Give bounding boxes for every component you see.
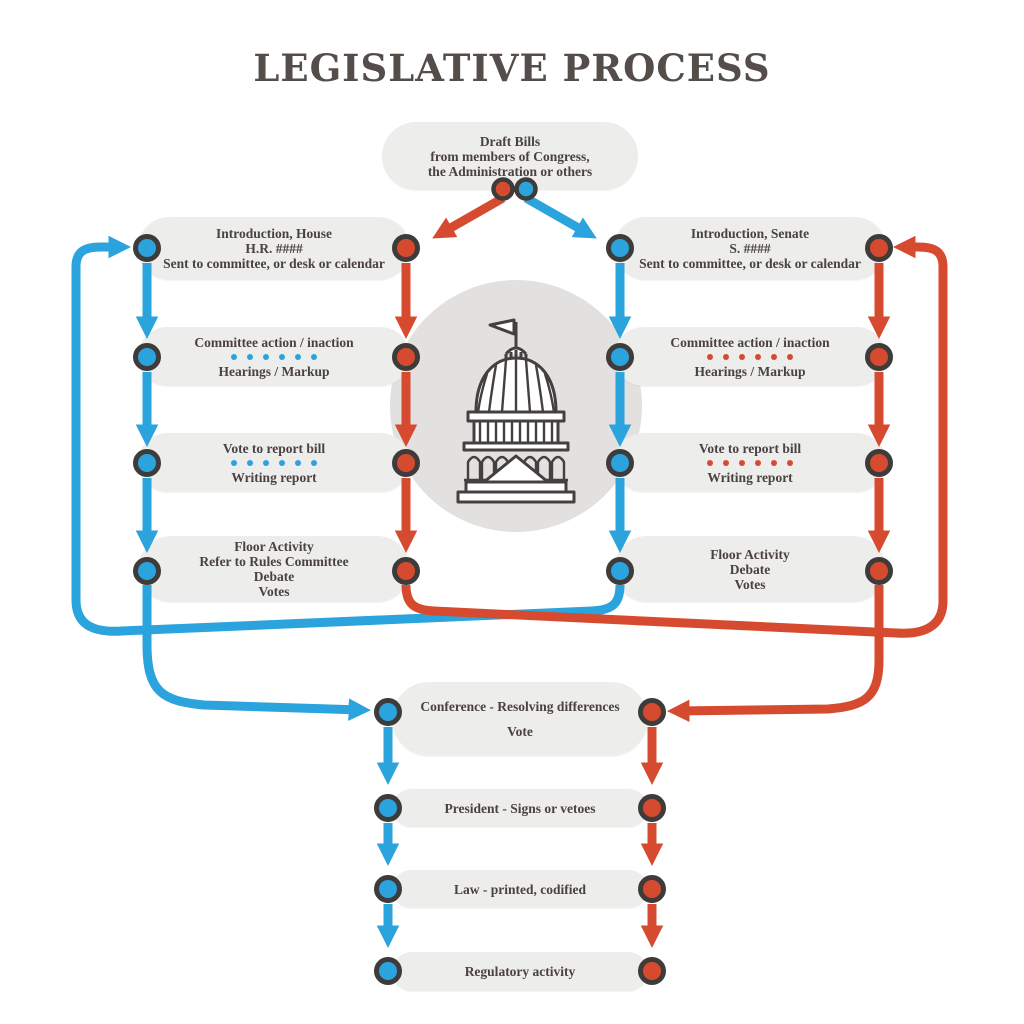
- base-step-2: [456, 490, 576, 504]
- house-floor-line: Floor Activity: [234, 539, 314, 554]
- dotted-separator: [707, 353, 793, 360]
- senate-vote-box: Vote to report bill Writing report: [614, 433, 886, 492]
- house-vote-box: Vote to report bill Writing report: [138, 433, 410, 492]
- dotted-separator: [707, 459, 793, 466]
- center-circle: [390, 280, 642, 532]
- regulatory-line: Regulatory activity: [464, 964, 576, 979]
- senate-vote-line: Writing report: [707, 469, 793, 485]
- lantern-columns: [502, 350, 530, 366]
- senate-committee-line: Hearings / Markup: [694, 363, 806, 379]
- senate-vote-line: Vote to report bill: [698, 440, 802, 456]
- senate-intro-line: S. ####: [729, 241, 771, 256]
- colonnade: [472, 419, 560, 445]
- house-intro-line: Sent to committee, or desk or calendar: [163, 256, 385, 271]
- house-committee-box: Committee action / inaction Hearings / M…: [138, 327, 410, 386]
- law-line: Law - printed, codified: [453, 881, 586, 897]
- president-line: President - Signs or vetoes: [444, 800, 596, 816]
- senate-floor-line: Votes: [734, 576, 766, 592]
- dotted-separator: [231, 459, 317, 466]
- dotted-separator: [231, 353, 317, 360]
- page-title: LEGISLATIVE PROCESS: [253, 46, 771, 90]
- senate-intro-line: Introduction, Senate: [690, 226, 810, 241]
- house-committee-line: Committee action / inaction: [194, 334, 354, 350]
- house-floor-box: Floor Activity Refer to Rules Committee …: [138, 536, 410, 602]
- edge-senate-floor-to-conference: [667, 585, 884, 723]
- edge-draft-to-senate-intro: [523, 194, 597, 239]
- draft-bills-line: from members of Congress,: [430, 148, 590, 164]
- house-vote-line: Writing report: [231, 469, 317, 485]
- house-vote-line: Vote to report bill: [222, 440, 326, 456]
- edge-house-floor-to-conference: [142, 585, 371, 721]
- dome-base-band: [466, 410, 566, 423]
- president-box: President - Signs or vetoes: [392, 789, 648, 827]
- house-intro-line: H.R. ####: [245, 241, 303, 256]
- arch-row: [464, 448, 568, 482]
- capitol-building-icon: [456, 318, 576, 504]
- regulatory-box: Regulatory activity: [392, 952, 648, 991]
- draft-bills-box: Draft Bills from members of Congress, th…: [382, 122, 638, 190]
- colonnade-columns: [478, 421, 554, 443]
- house-committee-line: Hearings / Markup: [218, 363, 330, 379]
- draft-bills-line: Draft Bills: [479, 133, 541, 149]
- senate-floor-box: Floor Activity Debate Votes: [614, 536, 886, 602]
- senate-intro-line: Sent to committee, or desk or calendar: [639, 256, 861, 271]
- lantern-dome: [504, 346, 528, 356]
- edge-draft-to-house-intro: [432, 194, 506, 239]
- senate-floor-line: Debate: [729, 561, 771, 577]
- house-introduction-box: Introduction, House H.R. #### Sent to co…: [138, 217, 410, 280]
- house-intro-line: Introduction, House: [215, 226, 333, 241]
- senate-introduction-box: Introduction, Senate S. #### Sent to com…: [614, 217, 886, 280]
- senate-committee-box: Committee action / inaction Hearings / M…: [614, 327, 886, 386]
- senate-committee-line: Committee action / inaction: [670, 334, 830, 350]
- dome-ribs: [476, 358, 556, 413]
- house-floor-line: Refer to Rules Committee: [199, 554, 349, 569]
- flag: [488, 318, 516, 336]
- base-step-1: [464, 480, 568, 494]
- middle-band: [462, 441, 570, 452]
- conference-line: Vote: [507, 724, 533, 740]
- house-floor-line: Votes: [258, 584, 290, 599]
- law-box: Law - printed, codified: [392, 870, 648, 908]
- pediment: [482, 454, 550, 484]
- conference-line: Conference - Resolving differences: [420, 698, 620, 714]
- house-floor-line: Debate: [253, 569, 295, 584]
- draft-bills-line: the Administration or others: [427, 163, 593, 179]
- senate-floor-line: Floor Activity: [710, 546, 790, 562]
- conference-box: Conference - Resolving differences Vote: [392, 682, 648, 756]
- dome: [474, 356, 558, 413]
